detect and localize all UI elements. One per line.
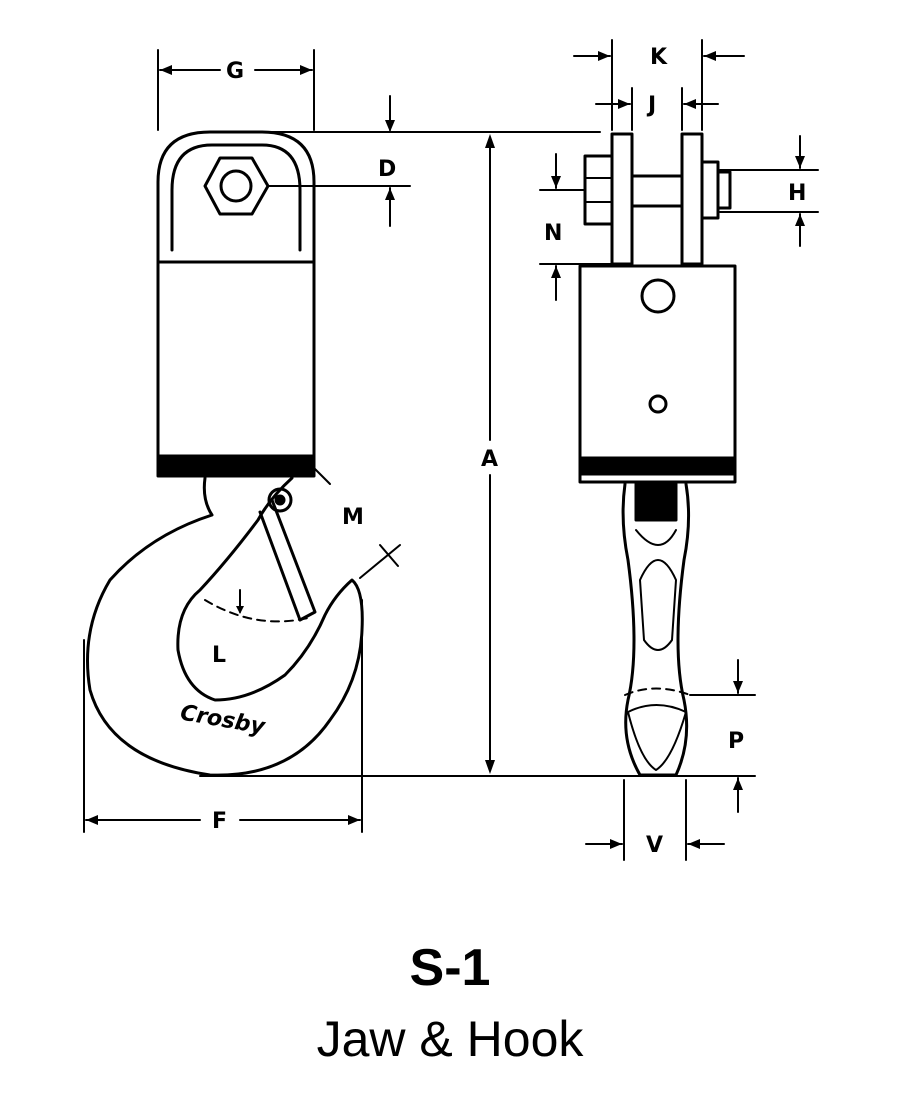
product-code: S-1 [409,939,491,997]
label-n: N [544,221,562,246]
front-shank-taper [635,529,677,546]
front-shank-block [634,482,678,522]
g-arrow-left [160,65,172,75]
front-bolt-head [583,154,614,226]
latch-pivot-center [274,494,286,506]
f-arrow-right [348,815,360,825]
front-body [578,264,737,484]
l-arrowhead [236,606,244,614]
d-arrowhead-bottom [385,188,395,200]
label-l: L [212,643,226,668]
front-body-hole-small [648,394,668,414]
m-ext-bottom [359,544,401,579]
hook-latch [258,498,317,622]
jaw-and-hook-diagram: Crosby G D A M L [83,39,819,861]
label-p: P [728,729,744,754]
m-ext-top [307,461,331,485]
d-arrowhead-top [385,120,395,132]
p-arrowhead-top [733,681,743,693]
front-hook-eye [639,559,677,651]
k-arrowhead-left [598,51,610,61]
side-jaw-inner-curve [170,143,302,252]
a-arrow-top [485,134,495,148]
label-v: V [646,833,663,858]
hook-logo-stamp: Crosby [178,700,268,740]
side-bolt-nut [203,156,270,216]
v-arrowhead-right [688,839,700,849]
k-arrowhead-right [704,51,716,61]
p-arrowhead-bottom [733,778,743,790]
front-body-hole-large [640,278,676,314]
h-arrowhead-bottom [795,214,805,226]
front-bolt-shank [630,174,684,208]
front-cotter [716,170,732,210]
front-collar [578,456,737,476]
front-bolt-nut [700,160,720,220]
a-arrow-bottom [485,760,495,774]
side-bolt-pin [219,169,253,203]
label-d: D [378,157,396,182]
latch-pivot [267,487,293,513]
label-k: K [650,45,668,70]
side-view: Crosby G D A M L [83,49,756,834]
label-g: G [226,59,244,84]
n-arrowhead-top [551,176,561,188]
front-hook-tip [627,704,687,771]
h-arrowhead-top [795,156,805,168]
label-j: J [646,93,656,118]
front-p-line [624,687,691,696]
n-arrowhead-bottom [551,266,561,278]
m-arrow [379,544,399,567]
j-arrowhead-right [684,99,696,109]
j-arrowhead-left [618,99,630,109]
label-a: A [481,447,498,472]
front-view: K J H N P [539,39,819,861]
side-jaw-body [156,130,316,462]
f-arrow-left [86,815,98,825]
v-arrowhead-left [610,839,622,849]
product-name: Jaw & Hook [316,1011,584,1067]
label-m: M [342,505,364,530]
front-prong-left [610,132,634,266]
g-arrow-right [300,65,312,75]
label-h: H [788,181,806,206]
front-hook-shank [621,482,691,777]
front-prong-right [680,132,704,266]
label-f: F [212,809,227,834]
side-collar [156,454,316,478]
